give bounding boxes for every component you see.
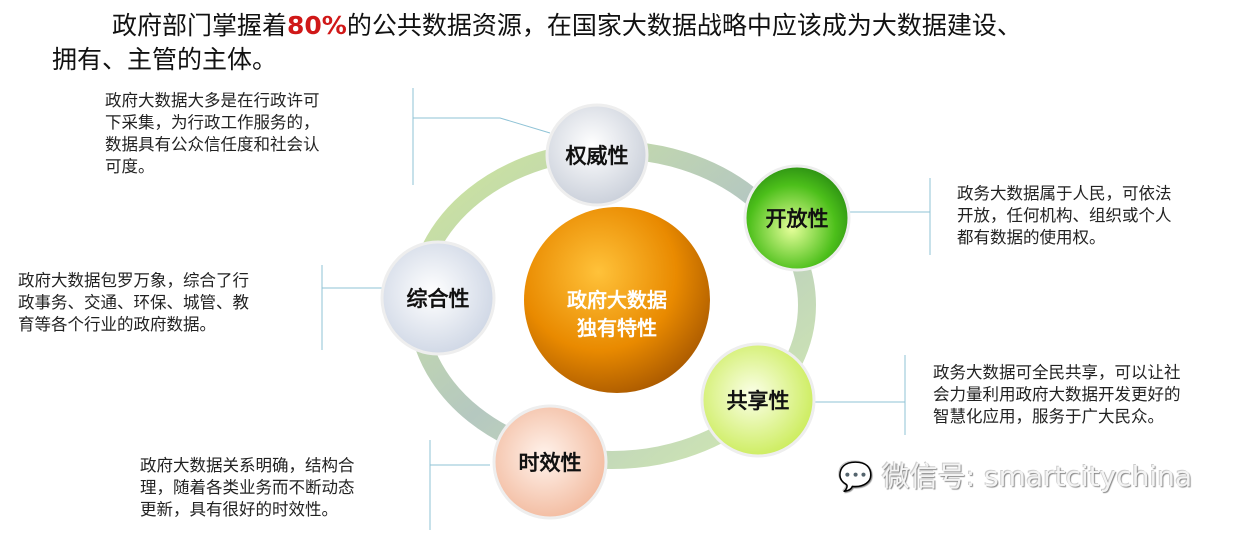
connector-lines bbox=[321, 88, 931, 530]
node-timeliness bbox=[492, 404, 608, 520]
node-openness bbox=[743, 164, 851, 272]
heading-line-2: 拥有、主管的主体。 bbox=[52, 45, 278, 74]
center-label: 政府大数据独有特性 bbox=[567, 288, 667, 340]
openness-description: 政务大数据属于人民，可依法开放，任何机构、组织或个人都有数据的使用权。 bbox=[957, 184, 1172, 247]
authority-description: 政府大数据大多是在行政许可下采集，为行政工作服务的，数据具有公众信任度和社会认可… bbox=[105, 91, 320, 176]
watermark: 💬 微信号: smartcitychina bbox=[838, 460, 1193, 493]
comprehensive-label: 综合性 bbox=[406, 287, 470, 311]
sharing-description: 政务大数据可全民共享，可以让社会力量利用政府大数据开发更好的智慧化应用，服务于广… bbox=[933, 363, 1181, 426]
node-sharing bbox=[700, 342, 816, 458]
sharing-label: 共享性 bbox=[726, 389, 790, 413]
timeliness-label: 时效性 bbox=[518, 451, 582, 475]
authority-label: 权威性 bbox=[565, 144, 629, 168]
center-circle bbox=[524, 207, 710, 393]
comprehensive-description: 政府大数据包罗万象，综合了行政事务、交通、环保、城管、教育等各个行业的政府数据。 bbox=[18, 271, 249, 334]
wechat-icon: 💬 bbox=[838, 460, 873, 493]
openness-label: 开放性 bbox=[765, 207, 829, 231]
node-authority bbox=[545, 103, 649, 207]
node-comprehensive bbox=[380, 240, 496, 356]
highlight-percent: 80% bbox=[287, 11, 347, 40]
timeliness-description: 政府大数据关系明确，结构合理，随着各类业务而不断动态更新，具有很好的时效性。 bbox=[140, 456, 355, 519]
heading-line-1: 政府部门掌握着80%的公共数据资源，在国家大数据战略中应该成为大数据建设、 bbox=[112, 11, 1022, 40]
